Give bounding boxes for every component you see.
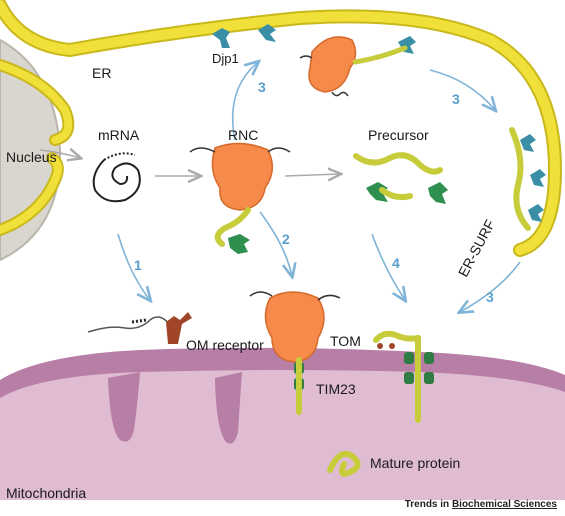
- om-receptor-group: [87, 312, 192, 344]
- gray-arrows: [39, 150, 340, 176]
- er-ribosome: [299, 36, 408, 97]
- label-mature-protein: Mature protein: [370, 455, 461, 471]
- er-surface-precursor: [509, 127, 531, 231]
- label-tim23: TIM23: [316, 381, 356, 397]
- label-om-receptor: OM receptor: [186, 337, 264, 353]
- pathway-number-3-bottom: 3: [486, 289, 494, 305]
- pathway-number-3-right: 3: [452, 91, 460, 107]
- label-nucleus: Nucleus: [6, 149, 57, 165]
- precursor-group: [353, 152, 448, 204]
- credit-prefix: Trends in: [404, 499, 452, 510]
- pathway-number-2: 2: [282, 231, 290, 247]
- pathway-number-4: 4: [392, 255, 400, 271]
- journal-credit: Trends in Biochemical Sciences: [405, 499, 557, 510]
- label-mitochondria: Mitochondria: [6, 485, 87, 501]
- credit-journal: Biochemical Sciences: [451, 499, 557, 510]
- er-membrane: [0, 0, 563, 257]
- label-rnc: RNC: [228, 127, 259, 143]
- label-er: ER: [92, 65, 112, 81]
- label-djp1: Djp1: [212, 51, 239, 66]
- pathway-number-1: 1: [134, 257, 142, 273]
- label-precursor: Precursor: [368, 127, 429, 143]
- rnc-complex: [189, 142, 291, 254]
- mitochondrion: [0, 347, 565, 500]
- tom-tim23-ribosome: [249, 291, 341, 415]
- mature-protein-shape: [327, 450, 361, 477]
- tom-tim23-precursor: [373, 330, 434, 423]
- label-mrna: mRNA: [98, 127, 140, 143]
- mrna-spiral: [92, 152, 141, 203]
- label-tom: TOM: [330, 333, 361, 349]
- blue-arrows: [117, 62, 521, 312]
- pathway-number-3-left: 3: [258, 79, 266, 95]
